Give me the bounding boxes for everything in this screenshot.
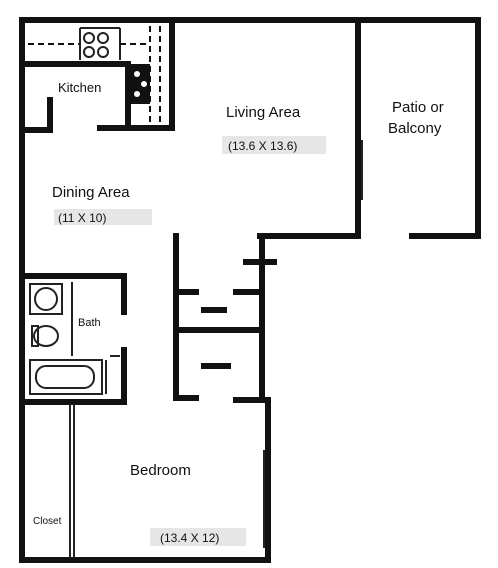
kitchen-label: Kitchen bbox=[58, 80, 101, 95]
bath-sink-icon bbox=[29, 283, 63, 315]
dining-area-dimensions: (11 X 10) bbox=[58, 211, 106, 225]
bath-label: Bath bbox=[78, 317, 101, 329]
dining-dimension-highlight bbox=[54, 209, 152, 225]
exterior-walls bbox=[19, 17, 481, 563]
kitchen-walls bbox=[19, 19, 175, 133]
living-dimension-highlight bbox=[222, 136, 326, 154]
bedroom-dimensions: (13.4 X 12) bbox=[160, 531, 219, 545]
living-area-label: Living Area bbox=[226, 104, 301, 121]
closet-walls bbox=[69, 404, 75, 558]
toilet-icon bbox=[31, 325, 59, 347]
hallway-walls bbox=[173, 233, 277, 548]
stove-icon bbox=[130, 64, 150, 104]
bathtub-icon bbox=[29, 355, 120, 395]
sink-icon bbox=[83, 32, 109, 58]
patio-label-line1: Patio or bbox=[392, 99, 444, 116]
patio-label-line2: Balcony bbox=[388, 120, 442, 137]
closet-label: Closet bbox=[33, 516, 62, 527]
living-area-dimensions: (13.6 X 13.6) bbox=[228, 139, 297, 153]
patio-wall bbox=[257, 17, 363, 239]
bedroom-label: Bedroom bbox=[130, 462, 191, 479]
bedroom-dimension-highlight bbox=[150, 528, 246, 546]
bath-walls bbox=[19, 273, 127, 405]
dining-area-label: Dining Area bbox=[52, 184, 130, 201]
